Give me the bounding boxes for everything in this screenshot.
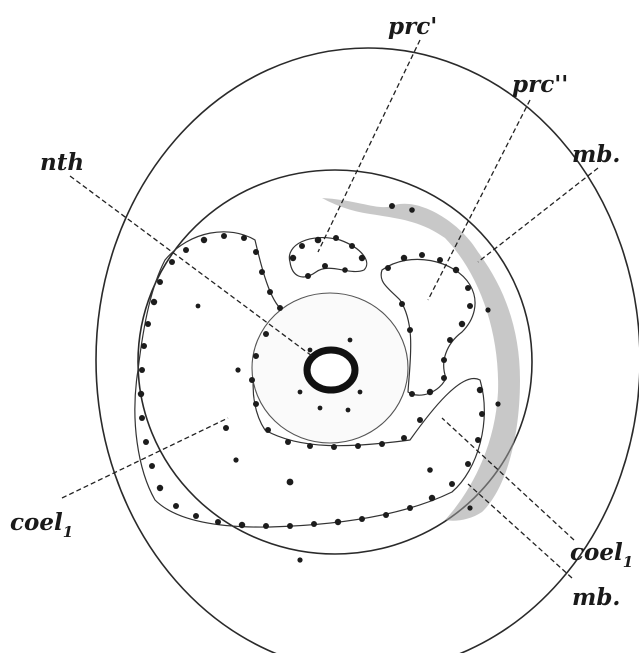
label-mb-top: mb.: [572, 141, 620, 168]
label-coel-left: coel1: [10, 509, 73, 541]
label-coel-right-subscript: 1: [623, 553, 633, 571]
notochord-ring: [307, 350, 355, 390]
leader-coel-left: [62, 418, 228, 498]
leader-nth: [70, 176, 312, 356]
label-nth: nth: [40, 149, 84, 176]
label-coel-right: coel1: [570, 539, 633, 571]
label-mb-bottom: mb.: [572, 584, 620, 611]
label-prc1: prc': [388, 13, 437, 40]
label-coel-left-text: coel: [10, 509, 63, 536]
label-coel-right-text: coel: [570, 539, 623, 566]
label-coel-left-subscript: 1: [63, 523, 73, 541]
label-prc2: prc'': [512, 71, 568, 98]
leader-mb-top: [478, 168, 598, 262]
leader-prc1: [318, 40, 420, 252]
